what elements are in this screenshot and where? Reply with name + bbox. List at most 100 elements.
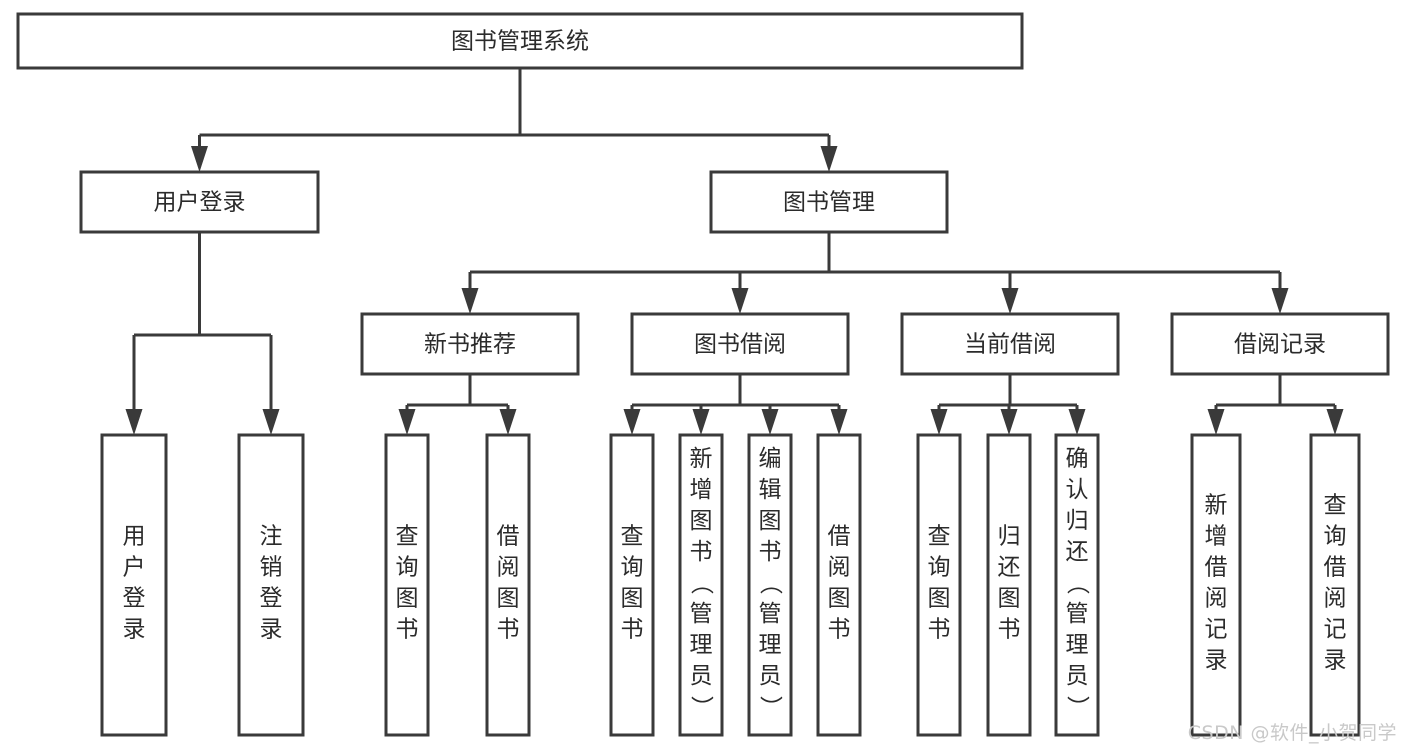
node-label-char: 书 <box>621 617 644 643</box>
node-label-char: 书 <box>998 617 1021 643</box>
node-label-char: 录 <box>1205 648 1228 674</box>
node-box[interactable] <box>678 433 724 737</box>
node-box[interactable] <box>816 433 862 737</box>
node-box[interactable] <box>609 433 655 737</box>
node-label-char: 管 <box>1066 601 1089 627</box>
node-label-char: 归 <box>1066 508 1089 534</box>
node-box[interactable] <box>630 312 850 376</box>
node-box[interactable] <box>747 433 793 737</box>
node-label-char: 查 <box>928 524 951 550</box>
node-label-char: 图 <box>828 586 851 612</box>
node-label-char: 书 <box>928 617 951 643</box>
node-box[interactable] <box>1190 433 1242 737</box>
node-label-char: 理 <box>1066 632 1089 658</box>
node-label-char: 新 <box>1205 493 1228 519</box>
arrow-head <box>731 288 749 314</box>
node-label-char: 员 <box>759 663 782 689</box>
node-label-char: 询 <box>928 555 951 581</box>
node-box[interactable] <box>1054 433 1100 737</box>
node-label: 新书推荐 <box>424 332 516 358</box>
arrow-head <box>761 409 779 435</box>
node-label-char: 理 <box>759 632 782 658</box>
node-book-manage[interactable]: 图书管理 <box>709 170 949 234</box>
arrow-head <box>820 146 838 172</box>
node-label-char: 借 <box>1205 555 1228 581</box>
node-label-char: 图 <box>928 586 951 612</box>
node-label-char: 注 <box>260 524 283 550</box>
node-current-borrow[interactable]: 当前借阅 <box>900 312 1120 376</box>
node-label-char: 询 <box>396 555 419 581</box>
node-label-char: 图 <box>998 586 1021 612</box>
node-box[interactable] <box>900 312 1120 376</box>
node-box[interactable] <box>384 433 430 737</box>
node-label-char: 用 <box>123 524 146 550</box>
node-label-char: 阅 <box>1205 586 1228 612</box>
node-label-char: 图 <box>396 586 419 612</box>
node-box[interactable] <box>485 433 531 737</box>
arrow-head <box>1271 288 1289 314</box>
arrow-head <box>499 409 517 435</box>
node-label-char: 新 <box>690 446 713 472</box>
node-label-char: 记 <box>1324 617 1347 643</box>
node-label-char: 认 <box>1066 477 1089 503</box>
node-label-char: 借 <box>828 524 851 550</box>
node-label-char: 图 <box>690 508 713 534</box>
node-label-char: 登 <box>123 586 146 612</box>
node-box[interactable] <box>237 433 305 737</box>
node-label-char: （ <box>757 572 783 595</box>
node-label-char: 录 <box>260 617 283 643</box>
node-label-char: 查 <box>621 524 644 550</box>
node-box[interactable] <box>709 170 949 234</box>
node-box[interactable] <box>16 12 1024 70</box>
node-box[interactable] <box>79 170 320 234</box>
node-user-login-do[interactable]: 用户登录 <box>100 433 168 737</box>
node-label: 当前借阅 <box>964 332 1056 358</box>
node-label-char: 阅 <box>497 555 520 581</box>
node-box[interactable] <box>1309 433 1361 737</box>
node-label-char: 询 <box>1324 524 1347 550</box>
node-label-char: 书 <box>690 539 713 565</box>
node-box[interactable] <box>1170 312 1390 376</box>
arrow-head <box>930 409 948 435</box>
node-label-char: 编 <box>759 446 782 472</box>
node-new-book-recommend[interactable]: 新书推荐 <box>360 312 580 376</box>
arrow-head <box>398 409 416 435</box>
node-box[interactable] <box>986 433 1032 737</box>
arrow-head <box>692 409 710 435</box>
node-label-char: 销 <box>260 555 283 581</box>
node-label: 用户登录 <box>154 190 246 216</box>
node-label-char: 管 <box>690 601 713 627</box>
node-label-char: ） <box>1064 696 1090 719</box>
arrow-head <box>1207 409 1225 435</box>
arrow-head <box>1001 288 1019 314</box>
node-label-char: 书 <box>759 539 782 565</box>
node-user-login[interactable]: 用户登录 <box>79 170 320 234</box>
node-book-borrow[interactable]: 图书借阅 <box>630 312 850 376</box>
node-box[interactable] <box>916 433 962 737</box>
node-layer: 图书管理系统用户登录用户登录注销登录图书管理新书推荐查询图书借阅图书图书借阅查询… <box>16 12 1390 737</box>
node-box[interactable] <box>360 312 580 376</box>
node-label-char: 还 <box>1066 539 1089 565</box>
node-label-char: 书 <box>396 617 419 643</box>
node-box[interactable] <box>100 433 168 737</box>
node-label-char: 增 <box>690 477 713 503</box>
node-label-char: 书 <box>497 617 520 643</box>
node-root[interactable]: 图书管理系统 <box>16 12 1024 70</box>
node-label-char: 户 <box>123 555 146 581</box>
node-borrow-record[interactable]: 借阅记录 <box>1170 312 1390 376</box>
node-label-char: 理 <box>690 632 713 658</box>
